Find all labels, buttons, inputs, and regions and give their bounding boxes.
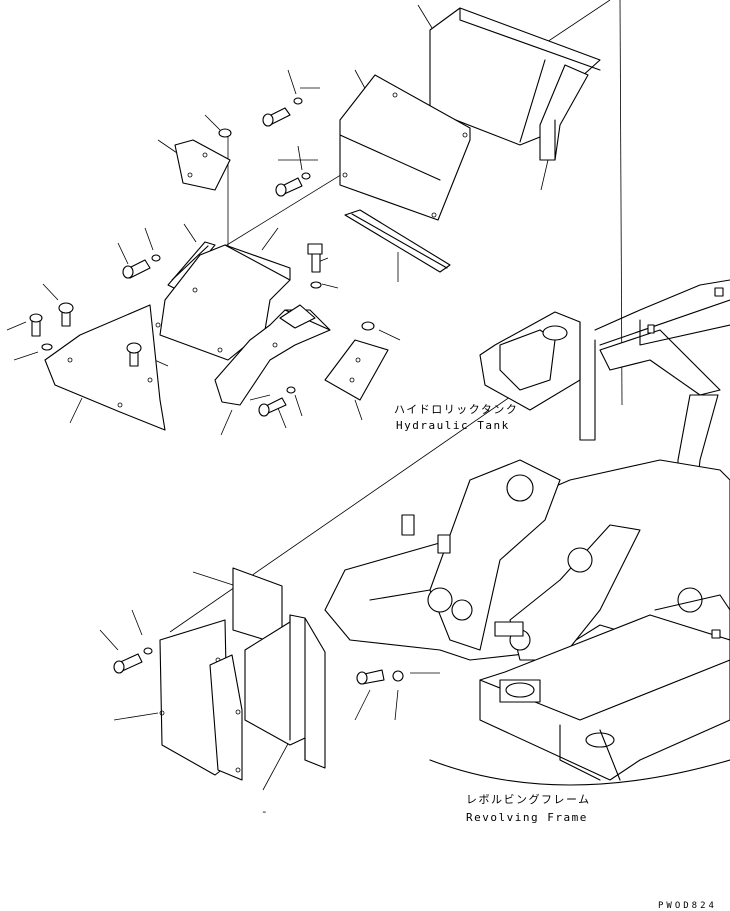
drawing-code: PWOD824 (658, 901, 717, 911)
washer-icon (41, 343, 53, 351)
seal-plate-stepped (244, 614, 326, 769)
support-bracket-center (214, 304, 331, 406)
bolt-icon (113, 653, 143, 674)
washer-icon (286, 386, 296, 394)
bolt-icon-vertical (58, 302, 74, 327)
bolt-icon (122, 259, 151, 279)
bolt-icon (258, 397, 287, 417)
rubber-seal-bar (344, 209, 451, 273)
label-revolving-frame-jp: レボルビングフレーム (466, 792, 591, 806)
bolt-icon-vertical (307, 243, 323, 273)
washer-icon (151, 254, 161, 262)
cap-screw-icon (361, 321, 375, 331)
label-revolving-frame: レボルビングフレーム Revolving Frame (466, 792, 591, 824)
washer-icon (293, 97, 303, 105)
leader-lines (6, 0, 730, 791)
revolving-frame (324, 459, 730, 786)
washer-icon (301, 172, 311, 180)
cap-screw-icon (218, 128, 232, 138)
bolt-icon (356, 669, 385, 685)
label-hydraulic-tank: ハイドロリックタンク Hydraulic Tank (394, 403, 518, 432)
washer-icon (392, 670, 404, 682)
cover-plate-side (209, 654, 243, 781)
dash-mark: - (261, 805, 269, 818)
washer-icon (143, 647, 153, 655)
washer-icon (310, 281, 322, 289)
side-seal-strip (539, 64, 589, 161)
mounting-bracket-small (174, 139, 231, 191)
bolt-icon-vertical (126, 342, 142, 367)
mounting-plate-right (324, 339, 389, 401)
label-revolving-frame-en: Revolving Frame (466, 811, 588, 824)
bolt-icon (275, 177, 303, 197)
bolt-icon-vertical (29, 313, 43, 337)
bolt-icon (262, 107, 291, 127)
label-hydraulic-tank-en: Hydraulic Tank (396, 419, 510, 432)
cover-plate-upper (339, 74, 471, 221)
label-hydraulic-tank-jp: ハイドロリックタンク (394, 403, 518, 416)
cover-plate-lower-left (44, 304, 166, 431)
